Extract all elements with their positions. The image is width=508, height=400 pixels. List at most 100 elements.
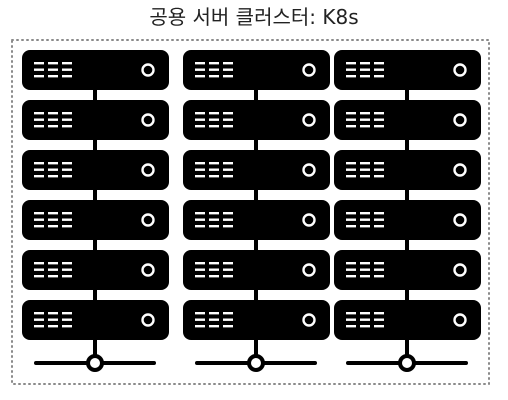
server-unit-icon	[183, 200, 330, 240]
server-body	[183, 300, 330, 340]
vent-line	[195, 268, 205, 271]
vent-line	[346, 325, 356, 328]
vent-line	[346, 318, 356, 321]
server-body	[334, 150, 481, 190]
vent-line	[209, 275, 219, 278]
vent-line	[360, 62, 370, 65]
vent-line	[48, 218, 58, 221]
vent-line	[223, 118, 233, 121]
status-indicator-icon	[453, 63, 467, 77]
vent-line	[34, 262, 44, 265]
vent-line	[360, 68, 370, 71]
vent-line	[62, 212, 72, 215]
vent-line	[223, 75, 233, 78]
vent-line	[48, 118, 58, 121]
vent-line	[346, 168, 356, 171]
vent-line	[34, 162, 44, 165]
server-unit-icon	[334, 250, 481, 290]
network-node-icon	[247, 354, 265, 372]
server-unit-icon	[334, 300, 481, 340]
vent-line	[34, 225, 44, 228]
vent-line	[374, 162, 384, 165]
vent-line	[195, 325, 205, 328]
vent-line	[223, 112, 233, 115]
vent-line	[34, 175, 44, 178]
vent-line	[360, 75, 370, 78]
vent-line	[34, 318, 44, 321]
server-body	[334, 100, 481, 140]
vent-line	[360, 312, 370, 315]
vent-line	[48, 225, 58, 228]
server-body	[22, 100, 169, 140]
vent-line	[195, 275, 205, 278]
server-unit-icon	[183, 250, 330, 290]
server-unit-icon	[22, 100, 169, 140]
vent-line	[48, 312, 58, 315]
vent-line	[374, 68, 384, 71]
server-unit-icon	[22, 250, 169, 290]
status-indicator-icon	[302, 263, 316, 277]
vent-line	[62, 175, 72, 178]
vent-line	[48, 318, 58, 321]
vent-line	[346, 225, 356, 228]
vent-line	[34, 325, 44, 328]
vent-line	[346, 262, 356, 265]
server-body	[22, 300, 169, 340]
vent-line	[209, 262, 219, 265]
server-unit-icon	[22, 200, 169, 240]
vent-line	[62, 75, 72, 78]
status-indicator-icon	[141, 313, 155, 327]
vent-line	[34, 125, 44, 128]
vent-line	[48, 325, 58, 328]
rack-2	[183, 50, 330, 372]
vent-line	[209, 218, 219, 221]
vent-line	[374, 318, 384, 321]
vent-line	[195, 112, 205, 115]
vent-line	[62, 118, 72, 121]
vent-line	[62, 318, 72, 321]
server-unit-icon	[334, 50, 481, 90]
vent-line	[360, 175, 370, 178]
cluster-boundary	[11, 39, 490, 385]
server-body	[22, 150, 169, 190]
vent-line	[374, 218, 384, 221]
vent-line	[34, 168, 44, 171]
vent-line	[48, 268, 58, 271]
vent-line	[195, 312, 205, 315]
server-body	[334, 250, 481, 290]
vent-line	[48, 168, 58, 171]
vent-line	[195, 318, 205, 321]
vent-line	[48, 112, 58, 115]
vent-line	[48, 212, 58, 215]
vent-line	[34, 312, 44, 315]
server-body	[183, 50, 330, 90]
vent-line	[346, 118, 356, 121]
vent-line	[62, 112, 72, 115]
server-body	[22, 200, 169, 240]
server-body	[334, 300, 481, 340]
server-unit-icon	[334, 100, 481, 140]
vent-line	[360, 218, 370, 221]
vent-line	[62, 68, 72, 71]
vent-line	[374, 325, 384, 328]
status-indicator-icon	[453, 113, 467, 127]
diagram-title: 공용 서버 클러스터: K8s	[149, 5, 359, 29]
vent-line	[223, 62, 233, 65]
vent-line	[209, 225, 219, 228]
server-unit-icon	[183, 100, 330, 140]
vent-line	[62, 325, 72, 328]
vent-line	[48, 125, 58, 128]
status-indicator-icon	[302, 213, 316, 227]
vent-line	[195, 218, 205, 221]
vent-line	[223, 312, 233, 315]
vent-line	[374, 75, 384, 78]
vent-line	[48, 275, 58, 278]
vent-line	[62, 125, 72, 128]
vent-line	[195, 68, 205, 71]
vent-line	[209, 75, 219, 78]
vent-line	[223, 225, 233, 228]
vent-line	[360, 275, 370, 278]
racks-layer	[22, 50, 481, 372]
vent-line	[374, 175, 384, 178]
vent-line	[360, 262, 370, 265]
